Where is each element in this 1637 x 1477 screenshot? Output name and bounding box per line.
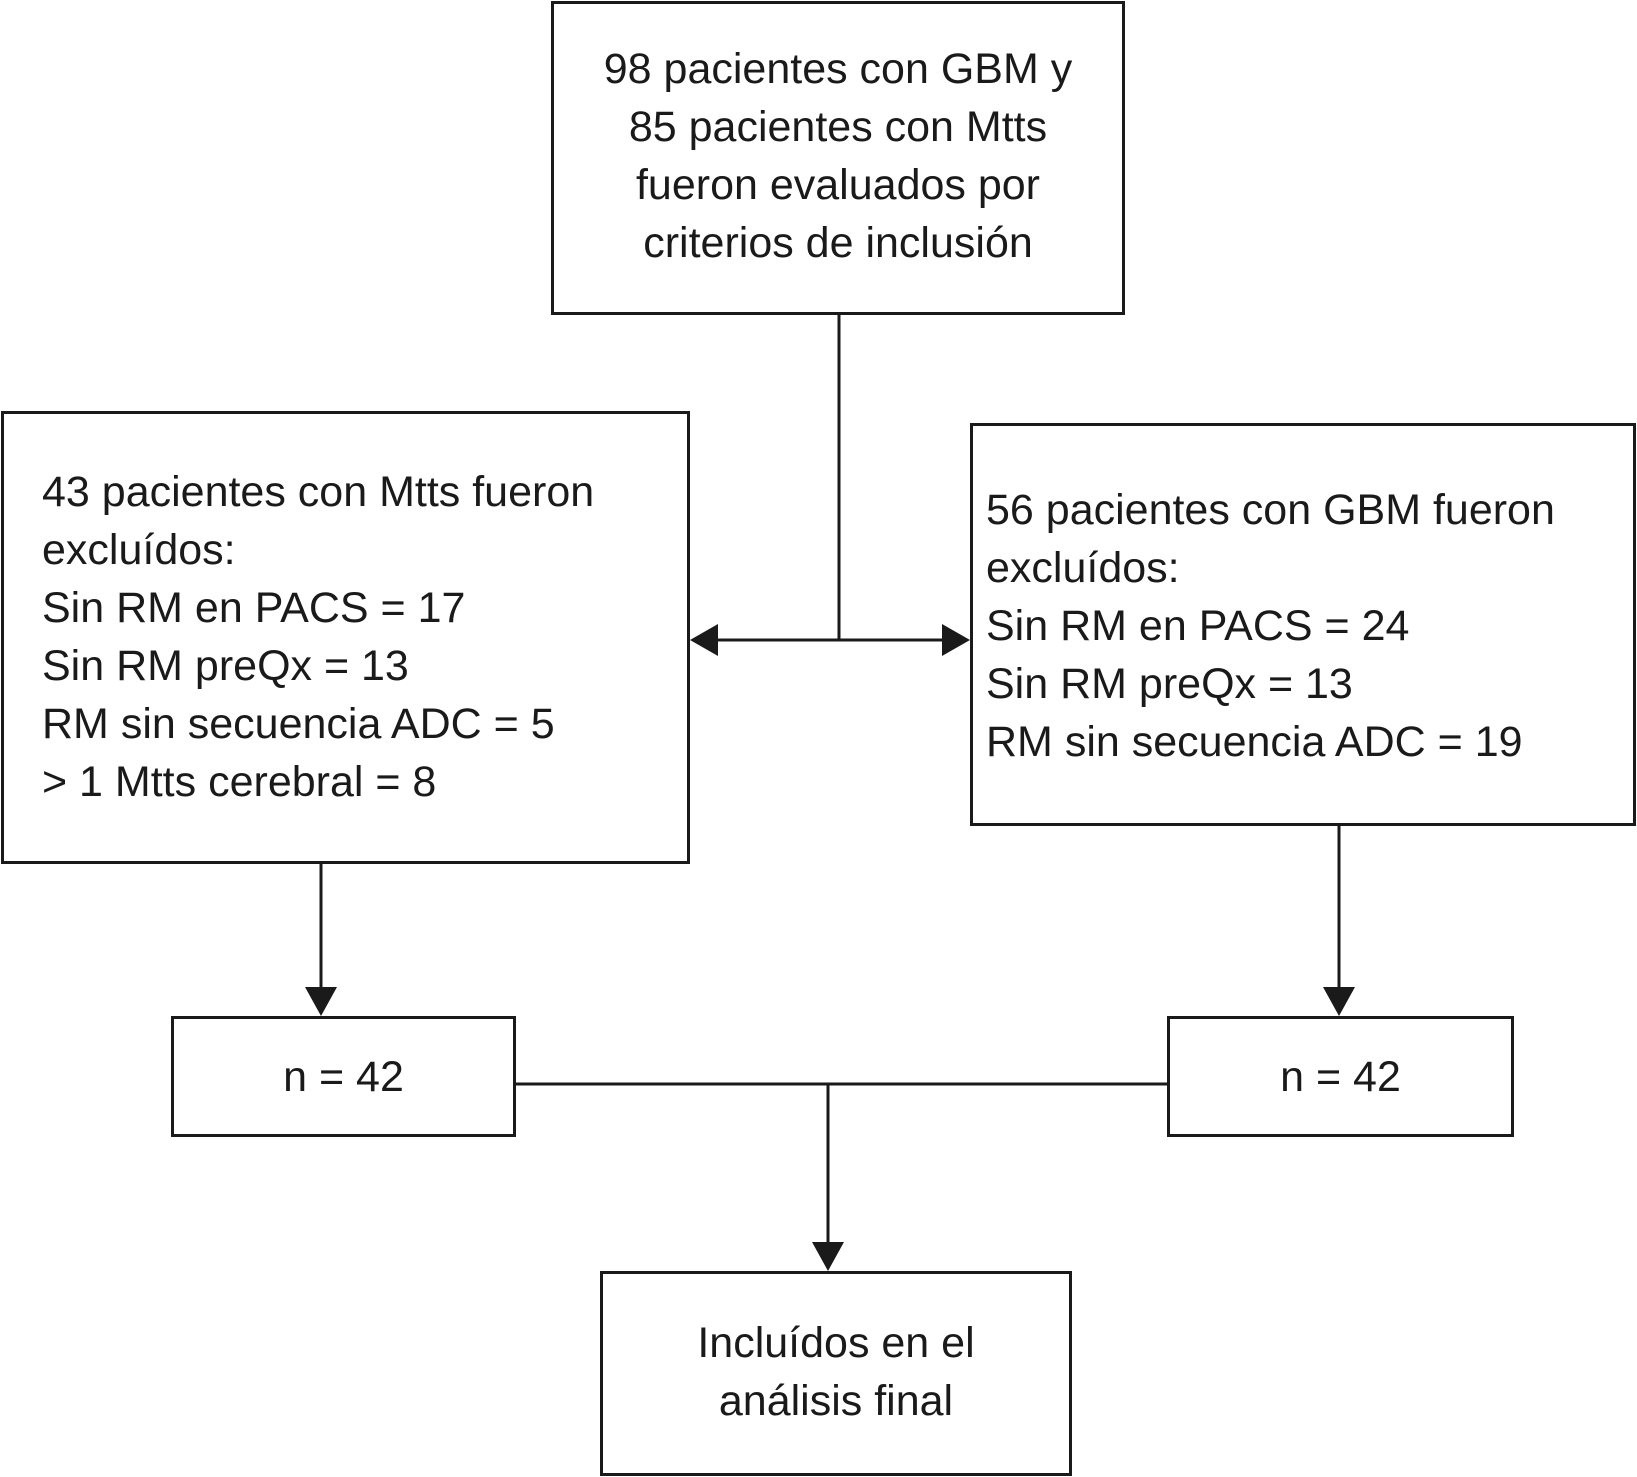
arrowhead-final — [812, 1242, 844, 1271]
gbm-exclusion-box: 56 pacientes con GBM fueron excluídos: S… — [970, 423, 1636, 826]
gbm-exclusion-line-3: Sin RM en PACS = 24 — [986, 602, 1410, 650]
mtts-exclusion-line-2: excluídos: — [42, 526, 236, 574]
arrowhead-left-exclusion — [690, 624, 718, 656]
screening-line-3: fueron evaluados por — [635, 161, 1040, 209]
final-analysis-box: Incluídos en el análisis final — [600, 1271, 1072, 1476]
gbm-count-label: n = 42 — [1280, 1053, 1401, 1101]
mtts-count-label: n = 42 — [283, 1053, 404, 1101]
mtts-exclusion-line-5: RM sin secuencia ADC = 5 — [42, 700, 555, 748]
final-analysis-line-1: Incluídos en el — [697, 1319, 975, 1367]
screening-line-2: 85 pacientes con Mtts — [628, 103, 1048, 151]
mtts-exclusion-line-1: 43 pacientes con Mtts fueron — [42, 468, 595, 516]
gbm-exclusion-line-1: 56 pacientes con GBM fueron — [986, 486, 1555, 534]
arrowhead-right-n — [1323, 987, 1355, 1016]
mtts-exclusion-line-4: Sin RM preQx = 13 — [42, 642, 409, 690]
mtts-exclusion-line-3: Sin RM en PACS = 17 — [42, 584, 466, 632]
gbm-exclusion-line-5: RM sin secuencia ADC = 19 — [986, 718, 1523, 766]
mtts-exclusion-box: 43 pacientes con Mtts fueron excluídos: … — [1, 411, 690, 864]
screening-box: 98 pacientes con GBM y 85 pacientes con … — [551, 1, 1125, 315]
gbm-exclusion-line-2: excluídos: — [986, 544, 1180, 592]
gbm-count-box: n = 42 — [1167, 1016, 1514, 1137]
screening-line-1: 98 pacientes con GBM y — [603, 45, 1073, 93]
gbm-exclusion-line-4: Sin RM preQx = 13 — [986, 660, 1353, 708]
mtts-count-box: n = 42 — [171, 1016, 516, 1137]
screening-line-4: criterios de inclusión — [643, 219, 1033, 267]
mtts-exclusion-line-6: > 1 Mtts cerebral = 8 — [42, 758, 437, 806]
final-analysis-line-2: análisis final — [718, 1377, 954, 1425]
arrowhead-right-exclusion — [942, 624, 970, 656]
arrowhead-left-n — [305, 987, 337, 1016]
